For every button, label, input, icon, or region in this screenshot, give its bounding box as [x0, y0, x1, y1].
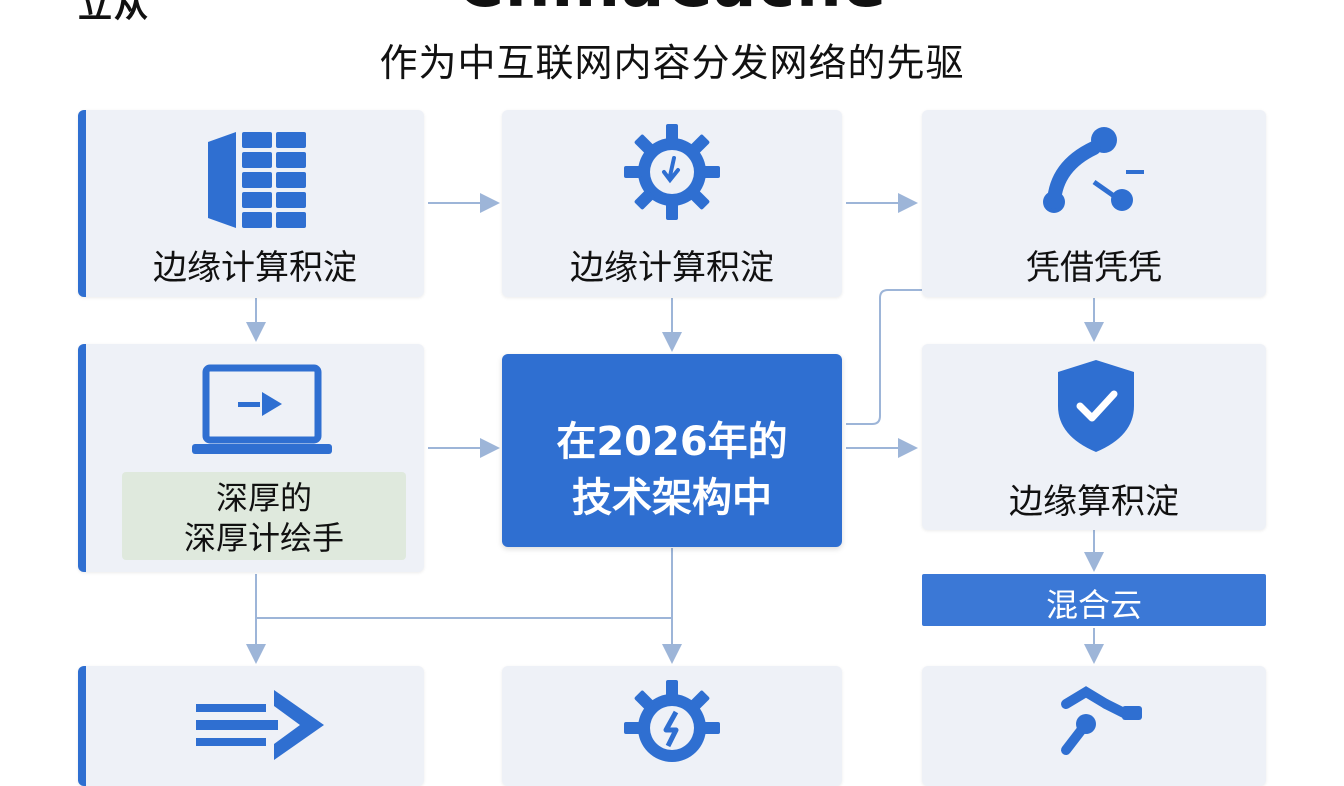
center-line1: 在2026年的: [556, 419, 788, 465]
laptop-arrow-icon: [192, 364, 332, 454]
node-hybrid-cloud: 混合云: [922, 574, 1266, 626]
node-mid-right: 边缘算积淀: [922, 344, 1266, 530]
node-bottom-mid: [502, 666, 842, 786]
node-label: 边缘计算积淀: [153, 248, 357, 288]
hybrid-cloud-label: 混合云: [1045, 586, 1142, 624]
subtitle: 作为中互联网内容分发网络的先驱: [379, 41, 965, 85]
network-node-icon: [1043, 127, 1144, 213]
fast-arrow-icon: [196, 690, 324, 760]
robot-arm-icon: [1061, 686, 1142, 755]
elbow-center-to-top-right: [846, 289, 922, 425]
connector-lines: [246, 193, 1104, 664]
grid-database-icon: [208, 132, 306, 228]
gear-download-icon: [624, 124, 720, 220]
node-top-mid: 边缘计算积淀: [502, 110, 842, 297]
shield-check-icon: [1058, 360, 1134, 452]
node-label: 凭借凭凭: [1026, 248, 1162, 288]
center-line2: 技术架构中: [572, 475, 772, 521]
node-center: 在2026年的 技术架构中: [502, 354, 842, 547]
node-label: 边缘算积淀: [1009, 482, 1179, 522]
center-label: 在2026年的 技术架构中: [502, 414, 842, 526]
sublabel-line1: 深厚的: [215, 479, 312, 517]
node-top-right: 凭借凭凭: [922, 110, 1266, 297]
sublabel: 深厚的 深厚计绘手: [122, 478, 406, 558]
gear-bolt-icon: [624, 680, 720, 762]
sublabel-line2: 深厚计绘手: [183, 519, 344, 557]
node-label: 边缘计算积淀: [570, 248, 774, 288]
node-bottom-right: [922, 666, 1266, 786]
top-fragment-text: 立从: [78, 0, 150, 26]
brand-title: ChinaCache: [0, 0, 1344, 22]
node-top-left: 边缘计算积淀: [78, 110, 424, 297]
node-bottom-left: [78, 666, 424, 786]
node-mid-left-sublabel-box: 深厚的 深厚计绘手: [122, 472, 406, 560]
